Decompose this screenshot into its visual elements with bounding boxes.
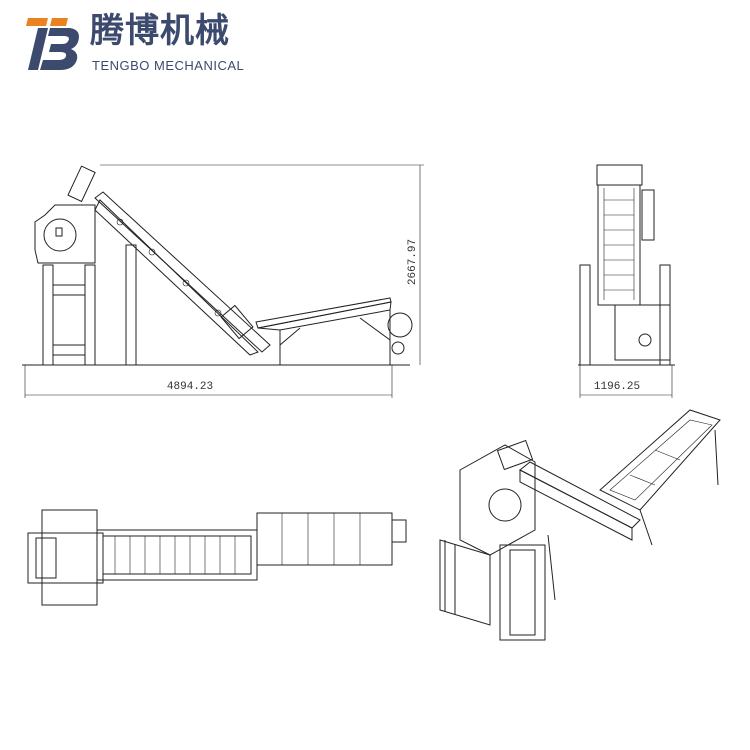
side-view [22, 164, 424, 398]
length-dimension-label: 4894.23 [167, 381, 213, 393]
brand-chinese-name: 腾博机械 [90, 11, 230, 51]
top-view [27, 509, 407, 606]
tb-logo-icon [26, 18, 79, 70]
isometric-view [439, 409, 721, 641]
front-view [578, 164, 675, 398]
width-dimension-label: 1196.25 [594, 381, 640, 393]
height-dimension-label: 2667.97 [407, 239, 419, 285]
brand-english-name: TENGBO MECHANICAL [92, 58, 245, 73]
